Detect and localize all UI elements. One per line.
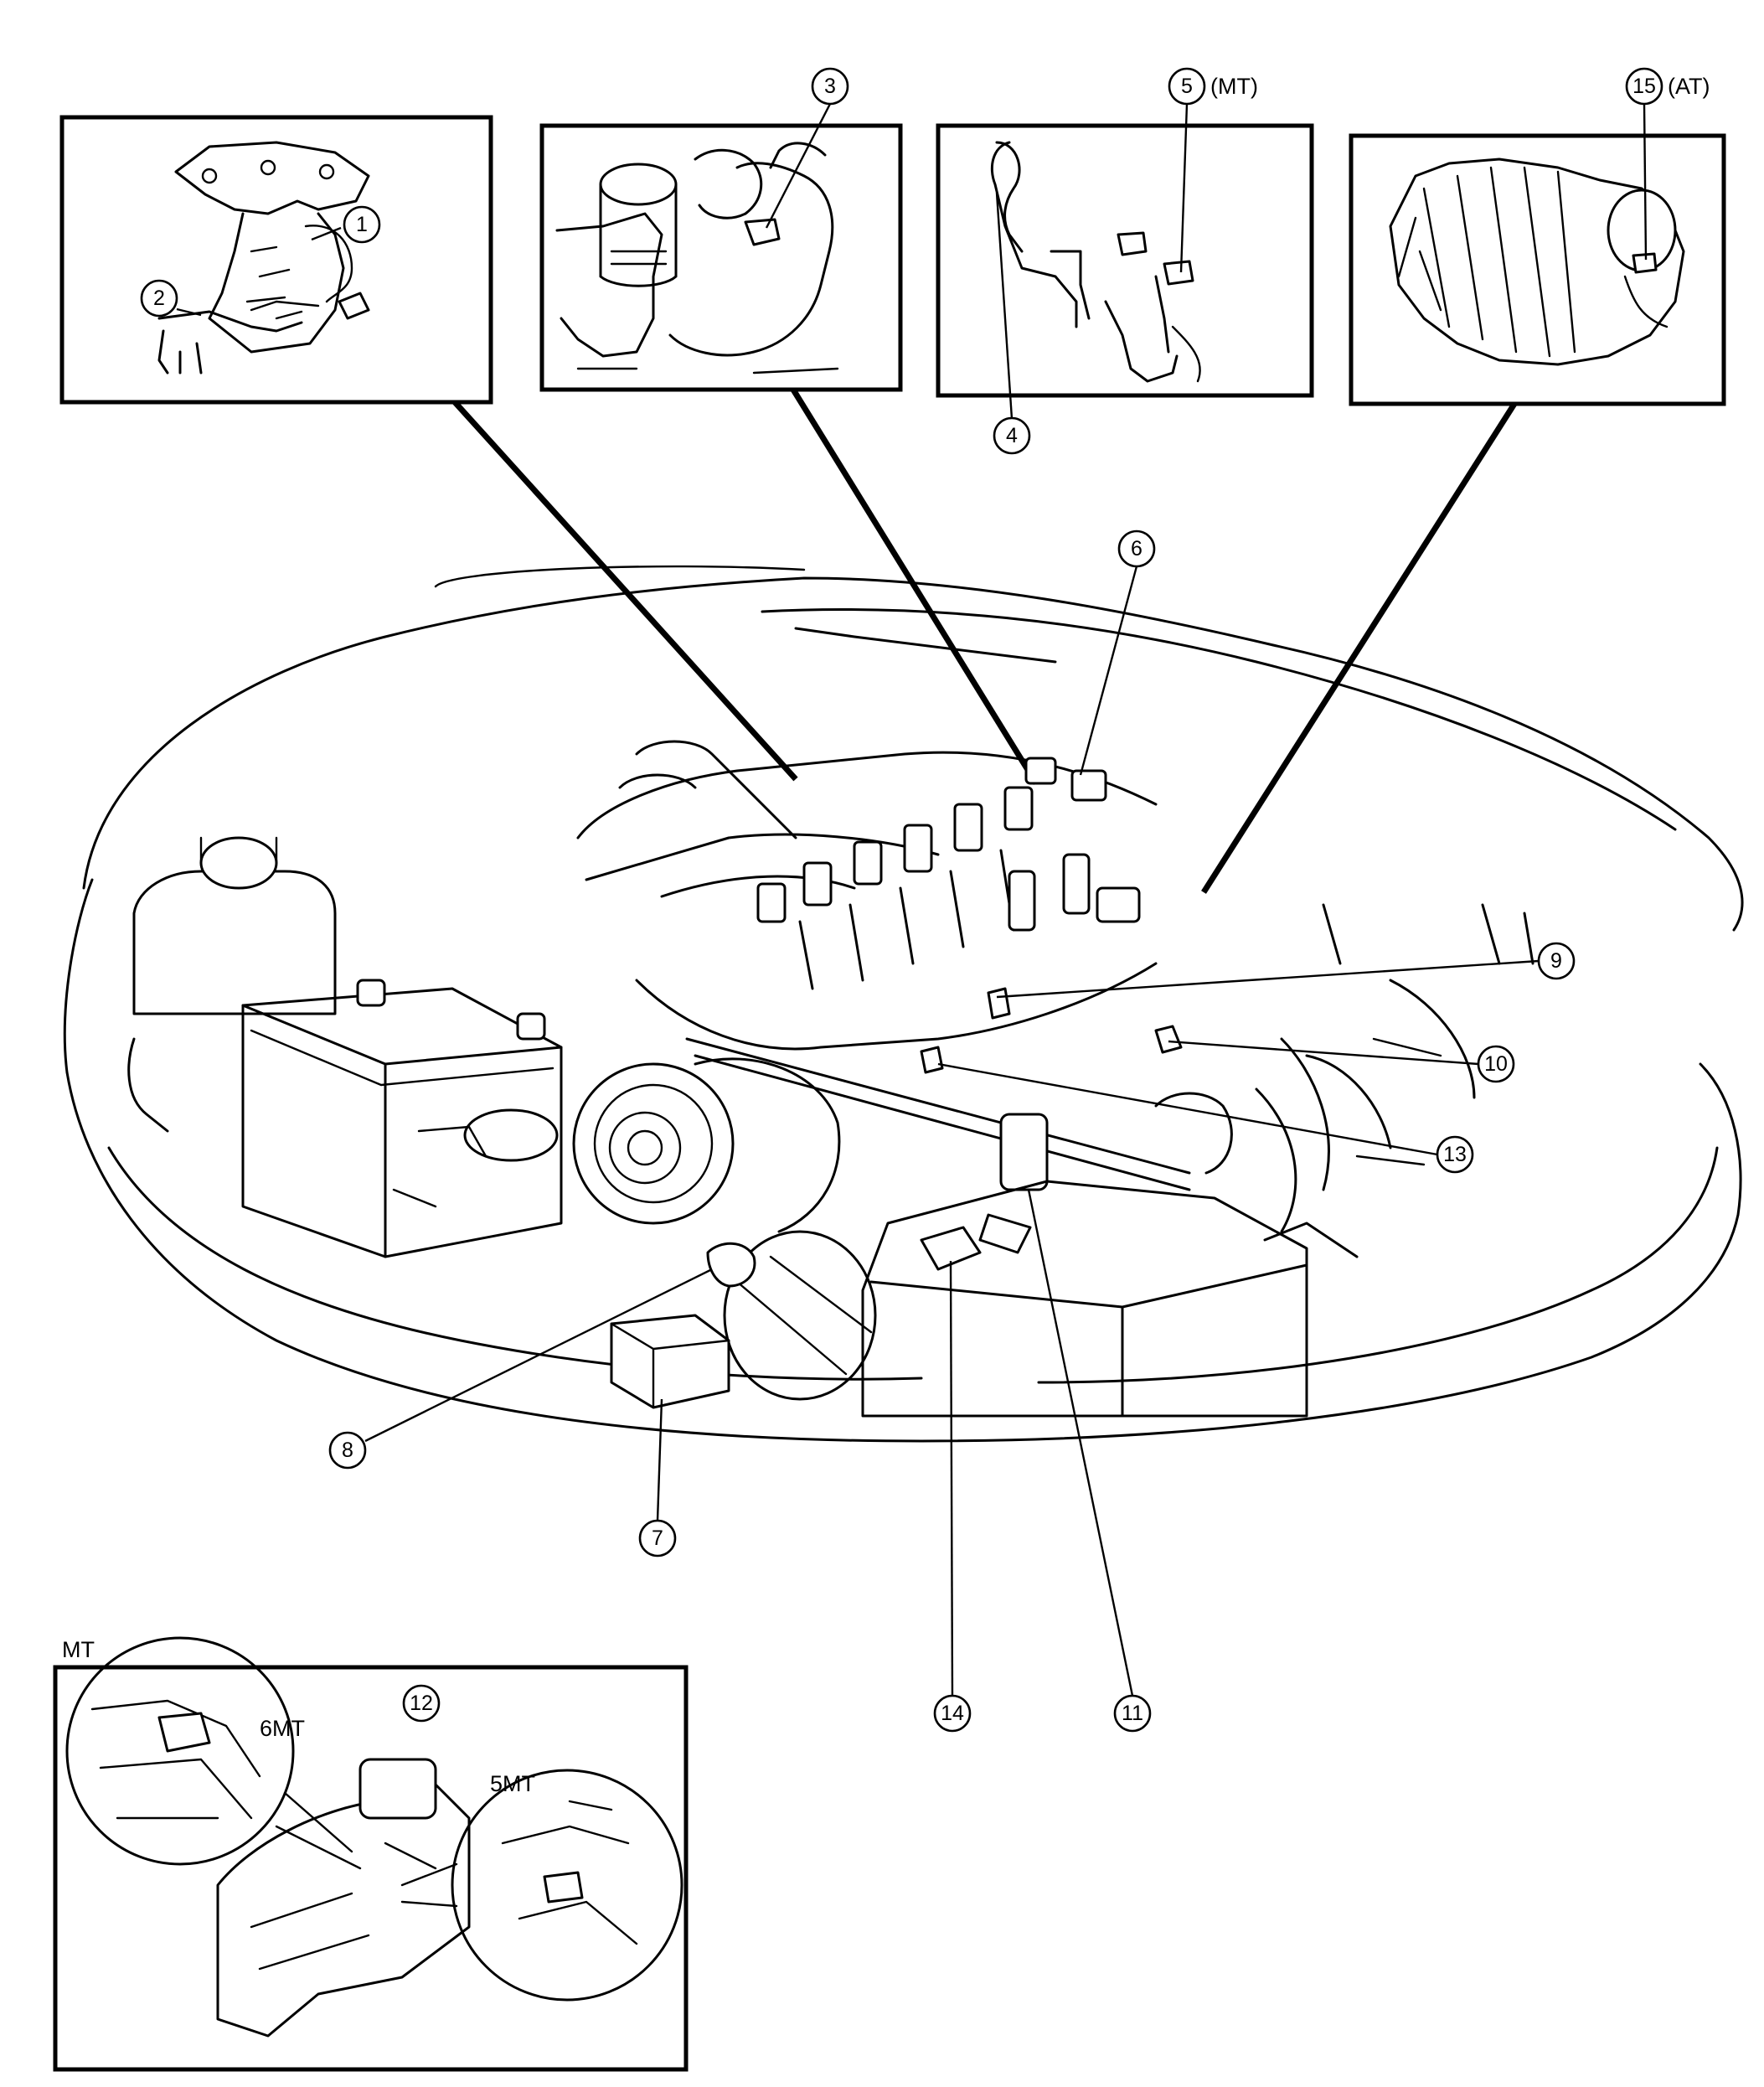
svg-text:14: 14 bbox=[941, 1702, 964, 1725]
svg-text:11: 11 bbox=[1122, 1702, 1143, 1725]
detail-leader-lines bbox=[452, 388, 1517, 894]
detail-box-egr-valve bbox=[539, 123, 903, 392]
svg-text:6: 6 bbox=[1131, 537, 1142, 560]
callout-12: 12 bbox=[402, 1684, 441, 1723]
svg-text:12: 12 bbox=[410, 1692, 433, 1715]
svg-text:5: 5 bbox=[1181, 75, 1193, 98]
callout-5-note: (MT) bbox=[1210, 74, 1258, 99]
svg-text:3: 3 bbox=[824, 75, 836, 98]
callout-9: 9 bbox=[1537, 942, 1576, 980]
callout-10: 10 bbox=[1477, 1045, 1515, 1083]
callout-leaders bbox=[176, 103, 1648, 1802]
mt-inset: MT 6MT 5MT bbox=[53, 1636, 689, 2072]
callout-4: 4 bbox=[993, 416, 1031, 455]
callout-6: 6 bbox=[1117, 529, 1156, 568]
ignition-coils bbox=[756, 757, 1141, 990]
mt-variant-6mt-label: 6MT bbox=[260, 1716, 305, 1741]
mt-inset-title: MT bbox=[62, 1637, 95, 1662]
detail-box-exhaust-manifold bbox=[59, 115, 493, 405]
svg-text:8: 8 bbox=[342, 1439, 353, 1462]
svg-text:4: 4 bbox=[1006, 424, 1018, 447]
svg-text:15: 15 bbox=[1632, 75, 1656, 98]
callout-3: 3 bbox=[811, 67, 849, 106]
callout-8: 8 bbox=[328, 1431, 367, 1470]
detail-box-sensors-mt bbox=[936, 123, 1314, 398]
callout-numbers: 1 2 3 4 5 (MT) 6 7 8 bbox=[140, 67, 1710, 1733]
callout-7: 7 bbox=[638, 1519, 677, 1558]
svg-text:2: 2 bbox=[153, 287, 165, 310]
callout-11: 11 bbox=[1113, 1694, 1152, 1733]
callout-5: 5 (MT) bbox=[1168, 67, 1258, 106]
svg-text:10: 10 bbox=[1484, 1052, 1508, 1076]
svg-text:13: 13 bbox=[1443, 1143, 1467, 1166]
callout-2: 2 bbox=[140, 279, 178, 318]
engine-bay-main-illustration bbox=[63, 565, 1744, 1443]
callout-13: 13 bbox=[1436, 1135, 1474, 1174]
detail-box-intake-manifold-at bbox=[1349, 133, 1726, 406]
callout-15: 15 (AT) bbox=[1625, 67, 1710, 106]
callout-1: 1 bbox=[343, 205, 381, 244]
svg-text:7: 7 bbox=[652, 1527, 663, 1550]
callout-15-note: (AT) bbox=[1668, 74, 1710, 99]
svg-text:9: 9 bbox=[1550, 949, 1562, 973]
mt-variant-5mt-label: 5MT bbox=[490, 1771, 535, 1796]
callout-14: 14 bbox=[933, 1694, 972, 1733]
svg-text:1: 1 bbox=[356, 213, 368, 236]
